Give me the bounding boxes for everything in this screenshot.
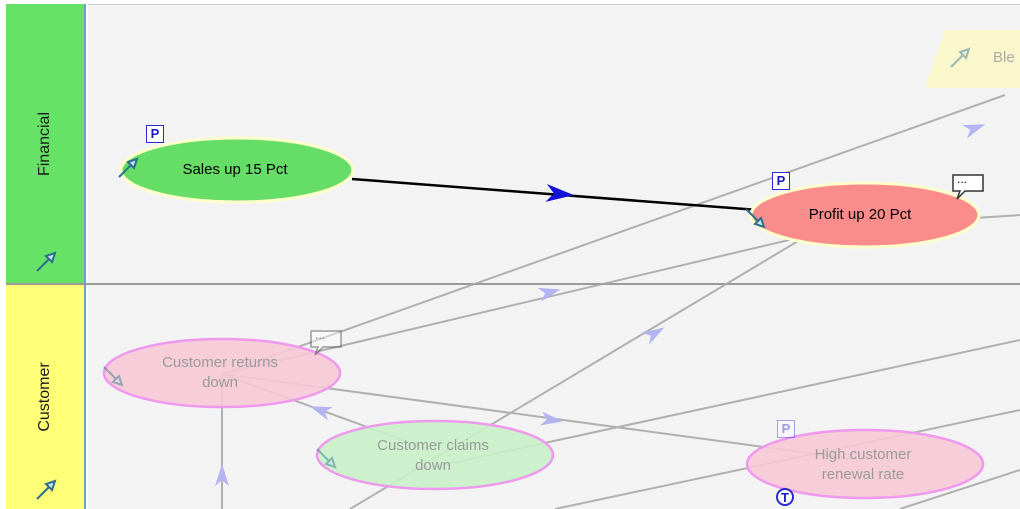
perspective-badge[interactable]: P [777, 420, 795, 438]
partial-node-label: Ble [993, 49, 1015, 66]
target-badge[interactable]: T [776, 488, 794, 506]
comment-bubble-icon[interactable] [310, 330, 342, 356]
comment-bubble-icon[interactable] [952, 174, 984, 200]
arrowhead [537, 287, 561, 302]
comment-ellipsis: ... [957, 172, 968, 186]
top-border [88, 4, 1020, 5]
link-arrow-icon[interactable] [103, 366, 124, 387]
link-arrow-icon[interactable] [36, 479, 57, 500]
sales-node-label: Sales up 15 Pct [182, 161, 288, 178]
perspective-badge[interactable]: P [146, 125, 164, 143]
link-arrow-icon[interactable] [316, 448, 337, 469]
arrowhead [540, 411, 563, 426]
connector-line[interactable] [899, 469, 1020, 509]
lane-divider [6, 283, 1020, 285]
link-arrow-icon[interactable] [745, 208, 766, 229]
renewal-node-label: High customer renewal rate [814, 446, 912, 483]
arrowhead [641, 327, 665, 345]
claims-node-label: Customer claims down [377, 437, 489, 474]
sales-node-shape[interactable] [119, 136, 355, 204]
link-arrow-icon[interactable] [950, 47, 971, 68]
link-arrow-icon[interactable] [118, 157, 139, 178]
arrowhead [962, 124, 986, 139]
partial-node-shape[interactable] [925, 30, 1020, 88]
connector-line[interactable] [974, 214, 1020, 219]
link-arrow-icon[interactable] [36, 251, 57, 272]
renewal-node-shape[interactable] [745, 428, 985, 500]
arrowhead [309, 406, 333, 421]
arrowhead [215, 464, 229, 486]
perspective-badge[interactable]: P [772, 172, 790, 190]
comment-ellipsis: ... [315, 328, 326, 342]
arrowhead [545, 183, 574, 202]
returns-node-label: Customer returns down [162, 354, 278, 391]
profit-node-label: Profit up 20 Pct [808, 206, 912, 223]
lane-tab-financial[interactable]: Financial [6, 4, 86, 283]
claims-node-shape[interactable] [315, 419, 555, 491]
lane-tab-customer[interactable]: Customer [6, 285, 86, 509]
connector-line[interactable] [221, 94, 1006, 375]
returns-node-shape[interactable] [102, 337, 342, 409]
